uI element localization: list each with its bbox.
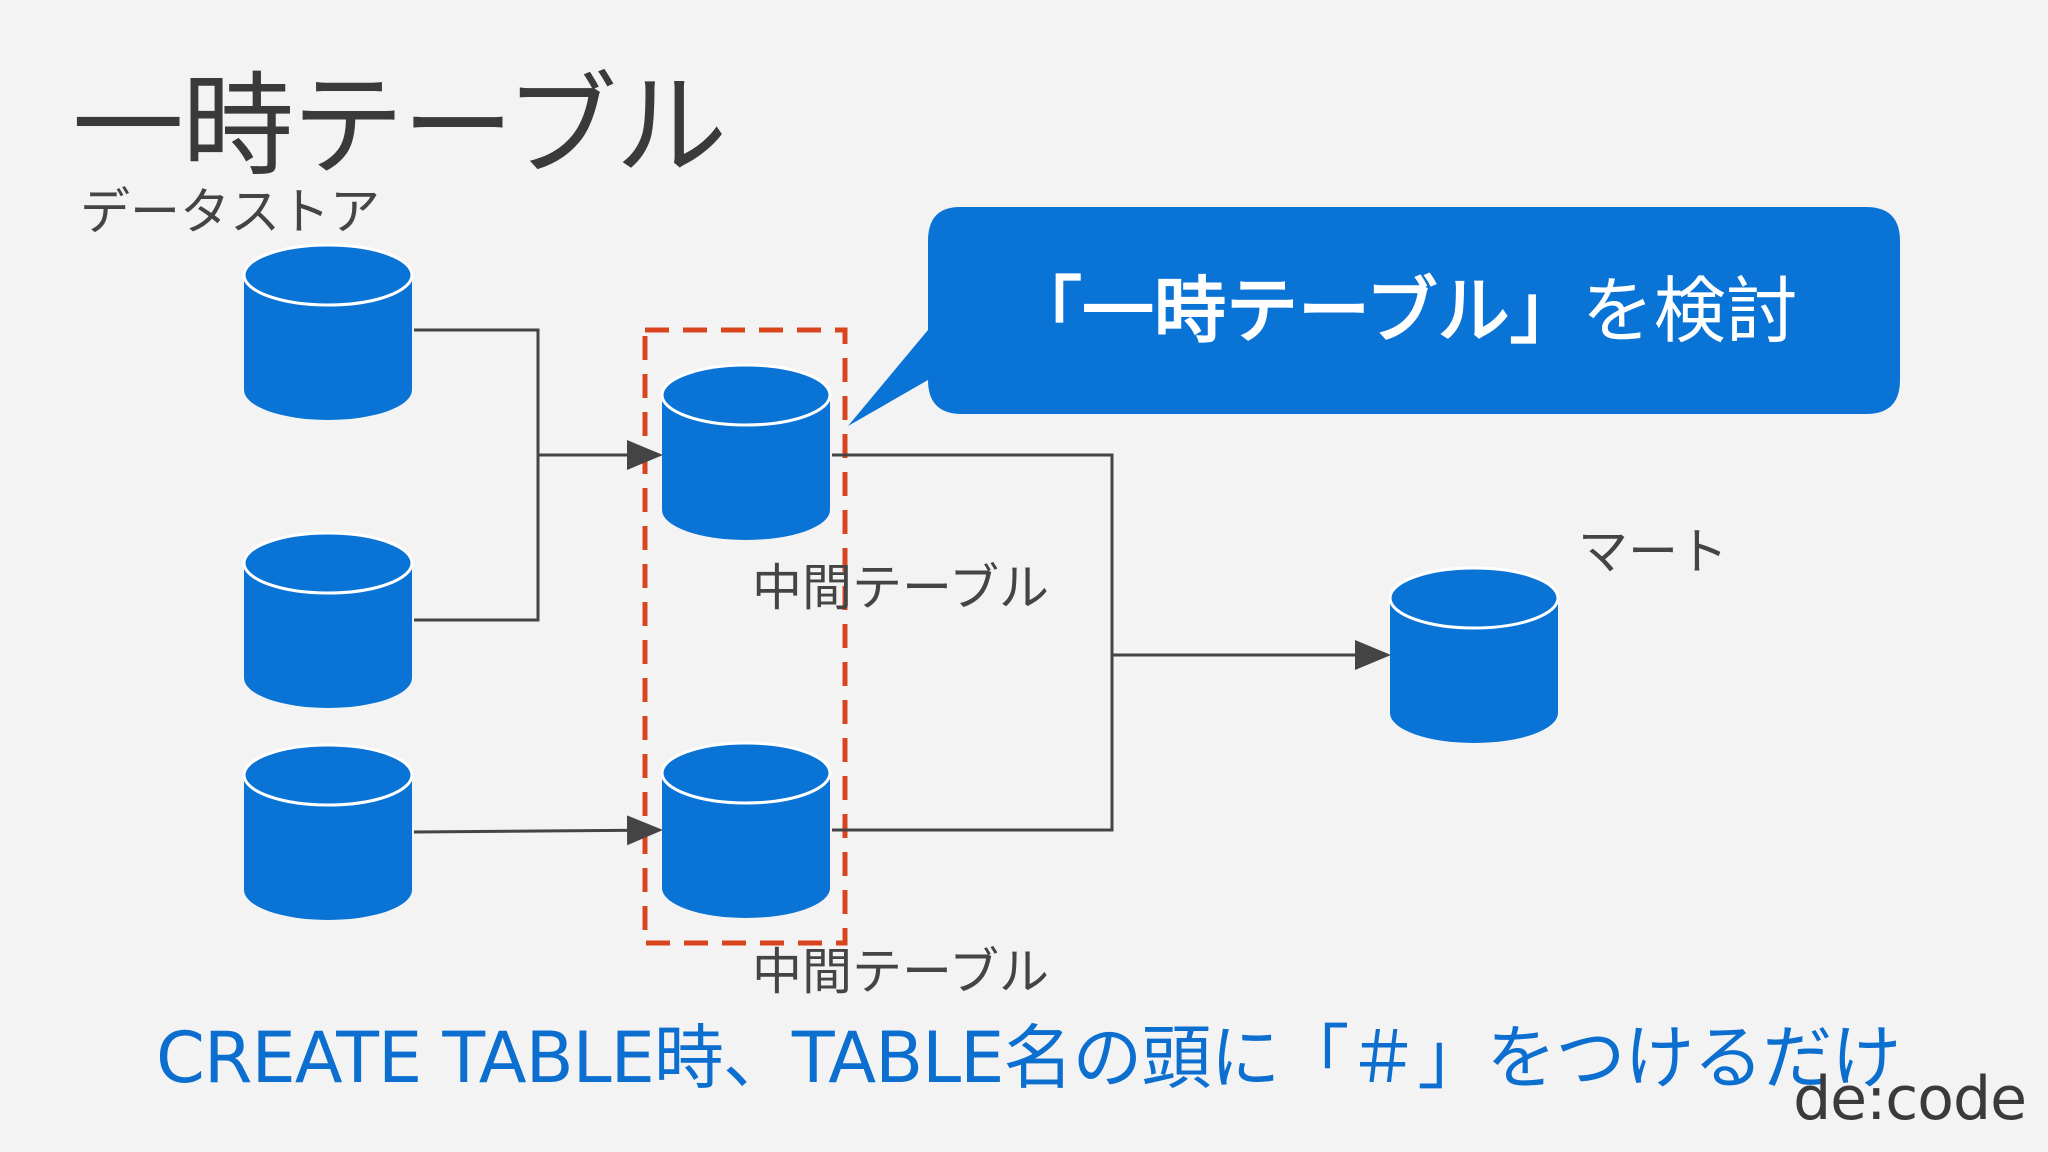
decode-logo: de:code bbox=[1793, 1064, 2027, 1134]
highlight-dashed-box bbox=[642, 327, 848, 946]
page-title: 一時テーブル bbox=[72, 62, 727, 192]
intermediate-table-label-bottom: 中間テーブル bbox=[752, 943, 1049, 1001]
connectors bbox=[413, 328, 1391, 846]
datastore-label: データストア bbox=[80, 183, 380, 241]
cylinder-datastore-3 bbox=[242, 743, 414, 920]
callout-text: 「一時テーブル」を検討 bbox=[1010, 252, 1798, 357]
callout-rest: を検討 bbox=[1581, 269, 1798, 353]
connector-store3-to-mid2 bbox=[413, 815, 663, 846]
footer-note: CREATE TABLE時、TABLE名の頭に「＃」をつけるだけ bbox=[156, 1017, 1901, 1099]
callout-bubble bbox=[848, 207, 1900, 426]
cylinder-intermediate-2 bbox=[660, 741, 832, 918]
connector-store1 bbox=[414, 328, 540, 622]
callout-emphasis: 「一時テーブル」 bbox=[1010, 269, 1582, 353]
cylinder-mart bbox=[1388, 566, 1560, 743]
cylinder-datastore-2 bbox=[242, 531, 414, 708]
connector-mid1 bbox=[832, 453, 1114, 832]
mart-label: マート bbox=[1578, 523, 1728, 581]
cylinder-intermediate-1 bbox=[660, 363, 832, 540]
cylinder-datastore-1 bbox=[242, 243, 414, 420]
intermediate-table-label-top: 中間テーブル bbox=[752, 559, 1049, 617]
